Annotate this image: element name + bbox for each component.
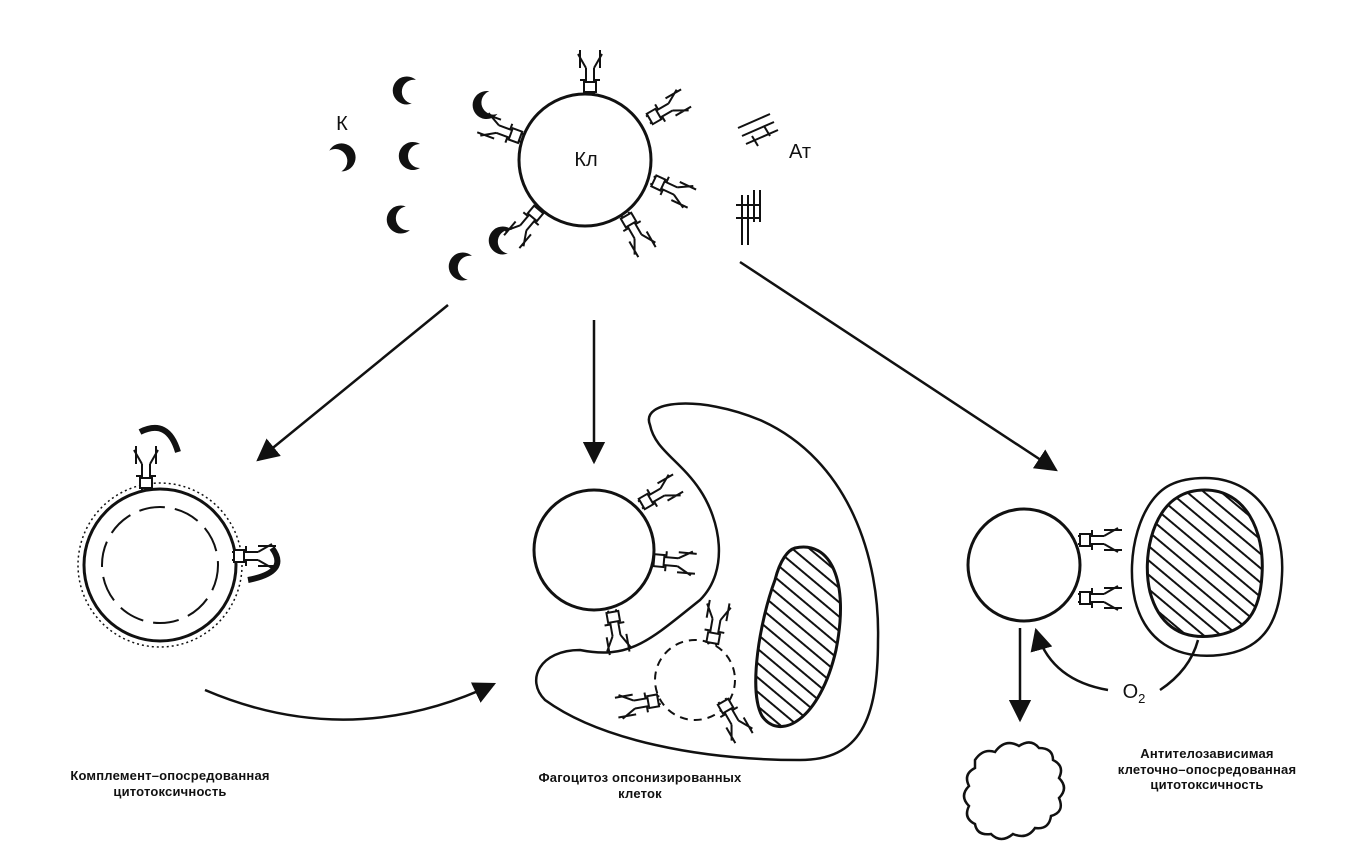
cell-label: Кл (574, 149, 598, 171)
complement-molecules (328, 74, 513, 282)
ingested-cell (613, 598, 756, 746)
arrow-to-adcc (739, 260, 1058, 472)
complement-label: К (336, 113, 348, 135)
opsonized-cell (532, 471, 698, 657)
arrow-left-to-middle (204, 682, 497, 721)
target-cell-adcc (966, 507, 1123, 623)
antibody-label: Ат (788, 141, 812, 163)
oxygen-subscript: 2 (1138, 691, 1146, 706)
phagocyte (534, 402, 880, 762)
arrow-to-complement (256, 304, 449, 462)
dead-cell (962, 741, 1066, 841)
caption-right-line2: клеточно–опосредованная (1117, 761, 1297, 777)
caption-right-line3: цитотоксичность (1150, 777, 1264, 793)
caption-left-line2: цитотоксичность (113, 783, 227, 799)
caption-middle-line1: Фагоцитоз опсонизированных (538, 770, 742, 785)
killer-cell (1130, 476, 1284, 657)
caption-right-line1: Антителозависимая (1140, 746, 1274, 761)
oxygen-symbol: O (1122, 681, 1139, 703)
lysed-cell-complement (77, 425, 281, 648)
free-antibodies (736, 113, 779, 245)
oxygen-arrow (1030, 627, 1200, 692)
caption-adcc: Антителозависимая клеточно–опосредованна… (1062, 746, 1352, 793)
caption-phagocytosis: Фагоцитоз опсонизированных клеток (480, 770, 800, 801)
caption-middle-line2: клеток (618, 785, 662, 801)
caption-left-line1: Комплемент–опосредованная (70, 768, 270, 783)
caption-complement-mediated: Комплемент–опосредованная цитотоксичност… (20, 768, 320, 799)
oxygen-label: O2 (1108, 680, 1160, 707)
